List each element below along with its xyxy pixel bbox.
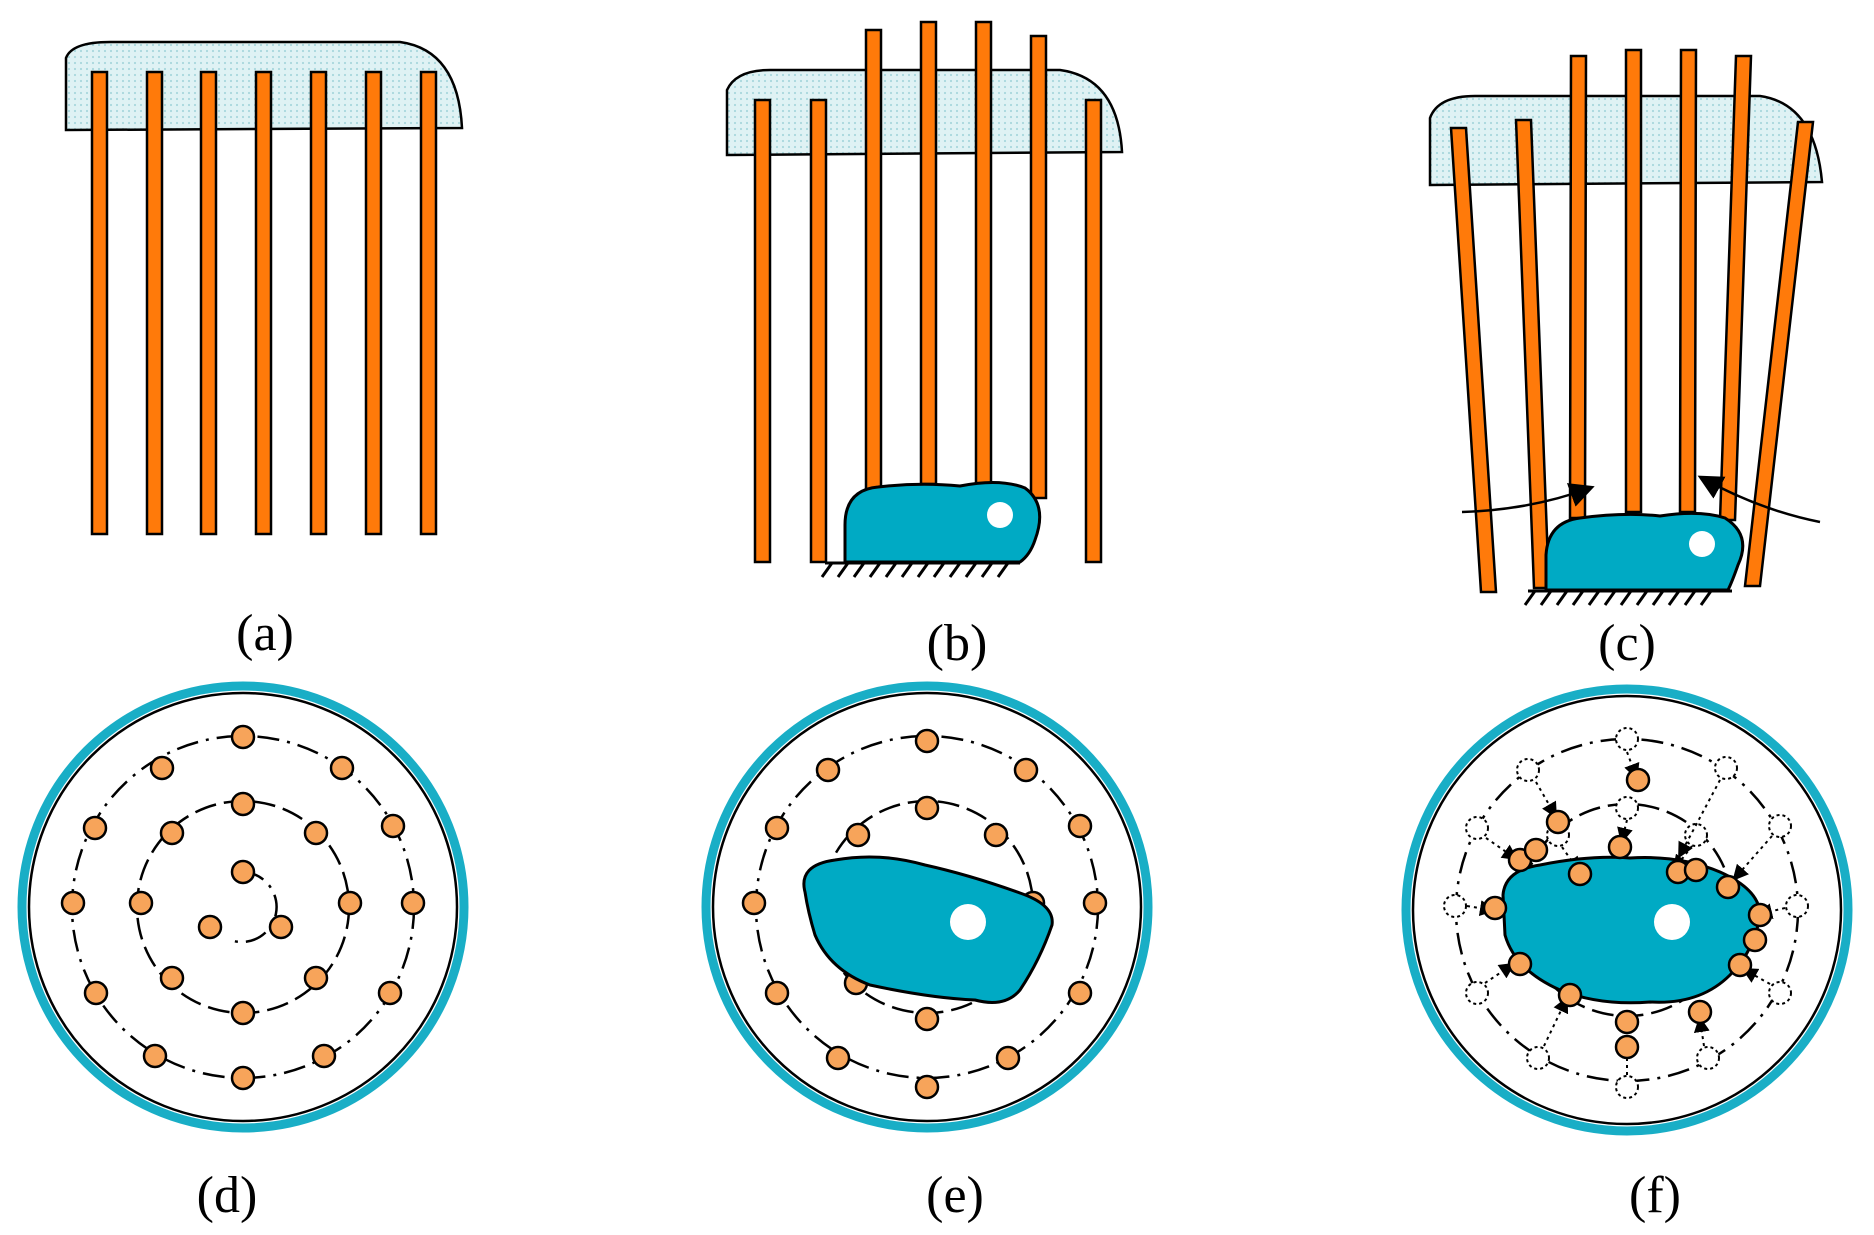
- pin-ring-inner: [229, 870, 278, 944]
- push-arrow: [1461, 483, 1595, 514]
- object-highlight: [987, 502, 1013, 528]
- ground-hatch: [820, 561, 1020, 578]
- caption-d: (d): [197, 1167, 258, 1224]
- inner-boundary: [711, 691, 1143, 1123]
- outer-ring: [17, 681, 469, 1133]
- caption-a: (a): [236, 605, 294, 662]
- panel-a: [64, 40, 464, 536]
- panel-b: [725, 20, 1124, 578]
- pin-array: [753, 20, 1103, 564]
- object-highlight: [1654, 904, 1690, 940]
- ghost-pins: [1443, 727, 1809, 1099]
- caption-c: (c): [1598, 615, 1656, 672]
- caption-e: (e): [926, 1167, 984, 1224]
- object-highlight: [950, 904, 986, 940]
- panel-d: [17, 681, 469, 1133]
- object-blob: [1544, 511, 1745, 592]
- panel-c: [1428, 48, 1824, 606]
- object-blob: [843, 480, 1042, 564]
- inner-boundary: [1411, 694, 1843, 1126]
- inner-boundary: [27, 691, 459, 1123]
- pin-array: [90, 70, 438, 536]
- push-arrow: [1697, 475, 1821, 524]
- object-highlight: [1689, 531, 1715, 557]
- panel-f: [1401, 684, 1853, 1136]
- caption-b: (b): [927, 615, 988, 672]
- caption-f: (f): [1629, 1167, 1681, 1224]
- panel-e: [701, 681, 1153, 1133]
- pin-dots: [1482, 767, 1773, 1060]
- object-blob: [802, 855, 1054, 1004]
- ground-hatch: [1523, 589, 1732, 606]
- pin-dots: [60, 724, 426, 1091]
